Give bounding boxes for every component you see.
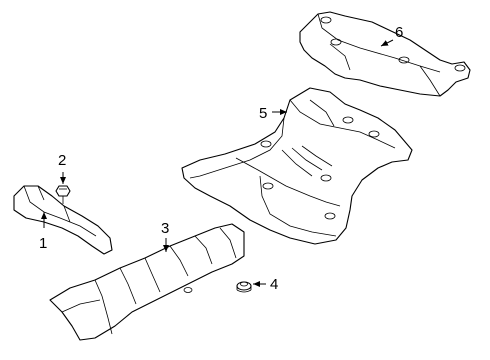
clip-part-4[interactable] bbox=[236, 281, 252, 293]
tunnel-heat-shield-part-3[interactable] bbox=[49, 223, 245, 341]
callout-5: 5 bbox=[259, 105, 267, 122]
callout-3: 3 bbox=[161, 220, 169, 237]
leader-line-6 bbox=[380, 39, 394, 47]
callout-4: 4 bbox=[270, 276, 278, 293]
callout-2: 2 bbox=[58, 152, 66, 169]
callout-6: 6 bbox=[395, 24, 403, 41]
heat-shield-part-6[interactable] bbox=[299, 11, 471, 97]
callout-1: 1 bbox=[39, 235, 47, 252]
front-heat-shield-part-1[interactable] bbox=[13, 185, 113, 255]
bolt-part-2[interactable] bbox=[55, 185, 71, 204]
underbody-shield-part-5[interactable] bbox=[181, 87, 413, 245]
